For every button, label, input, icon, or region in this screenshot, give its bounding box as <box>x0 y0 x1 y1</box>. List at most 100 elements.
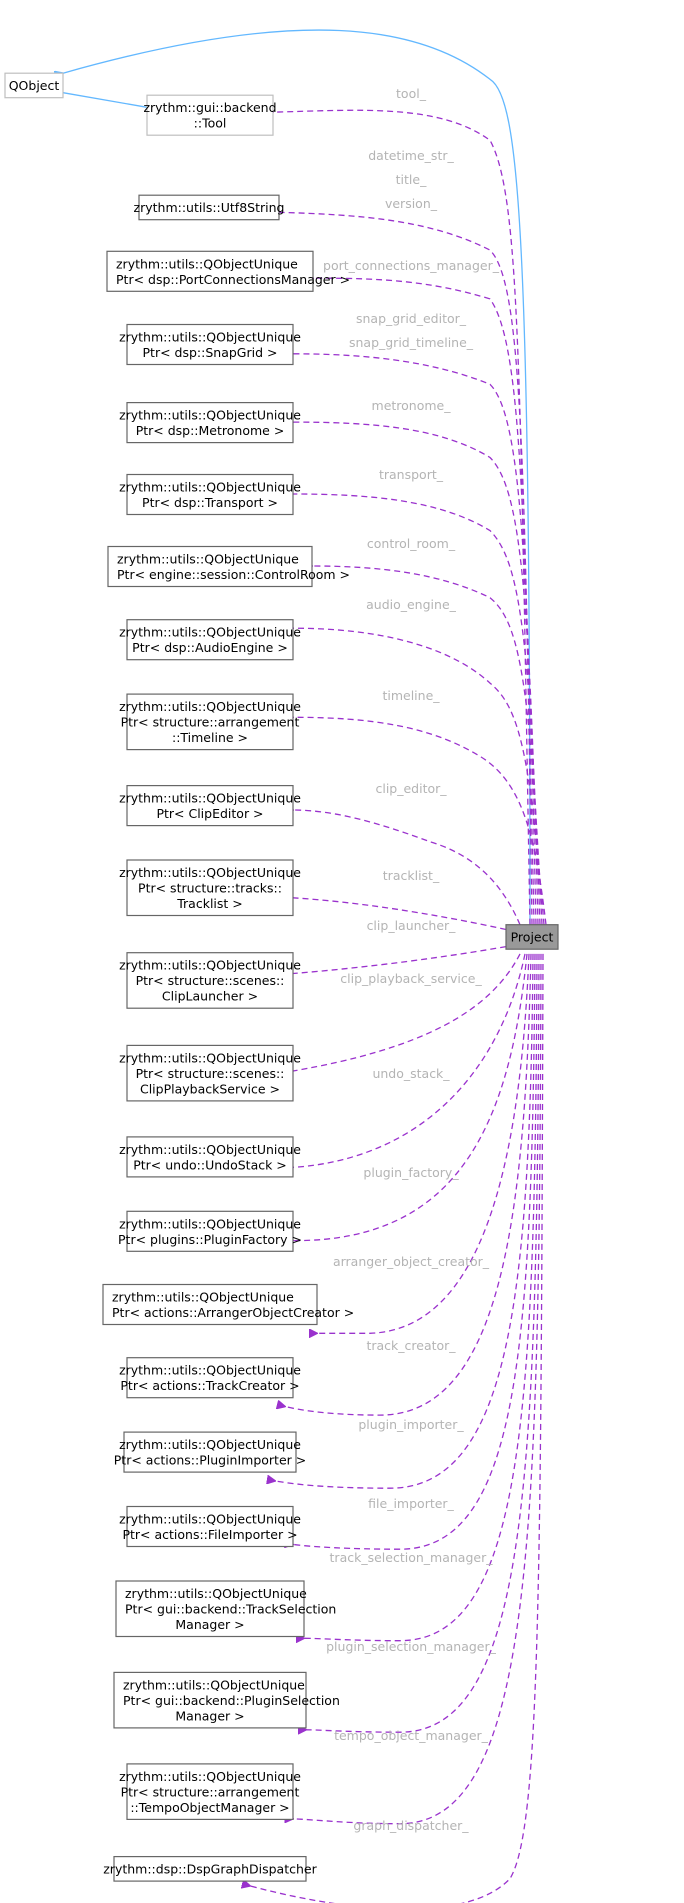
edge-label-file-importer: file_importer_ <box>368 1496 454 1511</box>
node-tool[interactable]: zrythm::gui::backend::Tool <box>143 94 277 136</box>
node-box[interactable] <box>126 323 294 366</box>
edge-label-version: version_ <box>385 196 438 211</box>
edge-label-title: title_ <box>396 172 427 187</box>
node-box[interactable] <box>123 1431 297 1473</box>
edge-label-plugin-importer: plugin_importer_ <box>358 1417 464 1432</box>
edge-label-plugin-selection-manager: plugin_selection_manager_ <box>326 1639 497 1654</box>
usage-edge-project-to-pluginimporter <box>275 953 534 1489</box>
node-label-line: ::Timeline > <box>172 730 248 745</box>
edge-label-control-room: control_room_ <box>367 536 456 551</box>
node-label-line: zrythm::utils::QObjectUnique <box>119 865 301 880</box>
node-box[interactable] <box>126 1357 294 1399</box>
node-box[interactable] <box>126 402 294 444</box>
node-box[interactable] <box>126 1136 294 1178</box>
node-box[interactable] <box>126 693 294 751</box>
nodes-layer: QObjectzrythm::gui::backend::Toolzrythm:… <box>4 72 559 1882</box>
edge-label-clip-launcher: clip_launcher_ <box>367 918 457 933</box>
node-box[interactable] <box>138 194 280 221</box>
edges-layer <box>63 29 547 1903</box>
node-label-line: Ptr< structure::tracks:: <box>138 881 282 896</box>
node-label-line: Ptr< structure::scenes:: <box>136 973 285 988</box>
edge-label-track-creator: track_creator_ <box>366 1338 456 1353</box>
node-label-line: Manager > <box>175 1708 244 1723</box>
node-box[interactable] <box>126 1044 294 1102</box>
edge-label-undo-stack: undo_stack_ <box>372 1066 450 1081</box>
usage-edge-project-to-pluginfactory <box>293 953 528 1241</box>
edge-label-metronome: metronome_ <box>372 398 452 413</box>
node-label-line: Ptr< gui::backend::TrackSelection <box>125 1602 336 1617</box>
node-box[interactable] <box>126 952 294 1009</box>
node-label-line: Ptr< structure::arrangement <box>121 715 300 730</box>
edge-label-audio-engine: audio_engine_ <box>366 597 457 612</box>
usage-edge-project-to-trackcreator <box>285 953 532 1416</box>
usage-edge-project-to-transport <box>293 494 541 925</box>
edge-label-snap-grid-editor: snap_grid_editor_ <box>356 311 467 326</box>
edge-label-datetime-str: datetime_str_ <box>368 148 454 163</box>
node-box[interactable] <box>126 473 294 516</box>
edge-label-clip-editor: clip_editor_ <box>375 781 447 796</box>
node-label-line: Ptr< dsp::Metronome > <box>136 423 285 438</box>
node-label-line: Ptr< structure::arrangement <box>121 1784 300 1799</box>
edge-label-transport: transport_ <box>379 467 444 482</box>
node-box[interactable] <box>115 1580 305 1638</box>
node-label-line: ::Tool <box>194 116 227 131</box>
usage-edge-project-to-utf8string <box>279 212 533 925</box>
node-label-line: Ptr< dsp::PortConnectionsManager > <box>116 272 350 287</box>
edge-label-plugin-factory: plugin_factory_ <box>363 1165 459 1180</box>
node-project[interactable]: Project <box>505 924 559 950</box>
node-box[interactable] <box>505 924 559 950</box>
node-box[interactable] <box>107 545 313 588</box>
node-label-line: zrythm::utils::QObjectUnique <box>123 1677 305 1692</box>
node-label-line: zrythm::utils::QObjectUnique <box>116 256 298 271</box>
node-box[interactable] <box>146 94 274 136</box>
node-box[interactable] <box>126 619 294 661</box>
node-label-line: zrythm::utils::QObjectUnique <box>112 1290 294 1305</box>
node-box[interactable] <box>126 1505 294 1548</box>
node-label-line: zrythm::utils::QObjectUnique <box>119 1437 301 1452</box>
node-box[interactable] <box>102 1283 318 1326</box>
node-utf8string[interactable]: zrythm::utils::Utf8String <box>134 194 285 221</box>
node-box[interactable] <box>113 1671 307 1729</box>
node-label-line: Ptr< dsp::SnapGrid > <box>143 345 278 360</box>
node-box[interactable] <box>126 1763 294 1821</box>
node-qobject[interactable]: QObject <box>4 72 64 99</box>
node-label-line: zrythm::utils::QObjectUnique <box>119 1216 301 1231</box>
node-box[interactable] <box>113 1855 307 1882</box>
edge-label-arranger-object-creator: arranger_object_creator_ <box>333 1254 490 1269</box>
node-box[interactable] <box>126 859 294 917</box>
node-label-line: Ptr< actions::FileImporter > <box>122 1527 297 1542</box>
node-label-line: ClipLauncher > <box>162 989 258 1004</box>
node-box[interactable] <box>106 250 314 292</box>
node-box[interactable] <box>4 72 64 99</box>
usage-edge-project-to-timeline <box>293 717 547 925</box>
node-box[interactable] <box>126 784 294 827</box>
node-box[interactable] <box>126 1210 294 1252</box>
usage-edge-project-to-undostack <box>293 953 526 1168</box>
usage-edge-project-to-tracklist <box>293 898 507 931</box>
node-graphdispatcher[interactable]: zrythm::dsp::DspGraphDispatcher <box>103 1855 318 1882</box>
node-label-line: Ptr< actions::ArrangerObjectCreator > <box>112 1305 354 1320</box>
node-label-line: Ptr< plugins::PluginFactory > <box>118 1232 302 1247</box>
node-label-line: Ptr< actions::PluginImporter > <box>114 1453 306 1468</box>
node-label-line: Ptr< dsp::AudioEngine > <box>132 640 288 655</box>
